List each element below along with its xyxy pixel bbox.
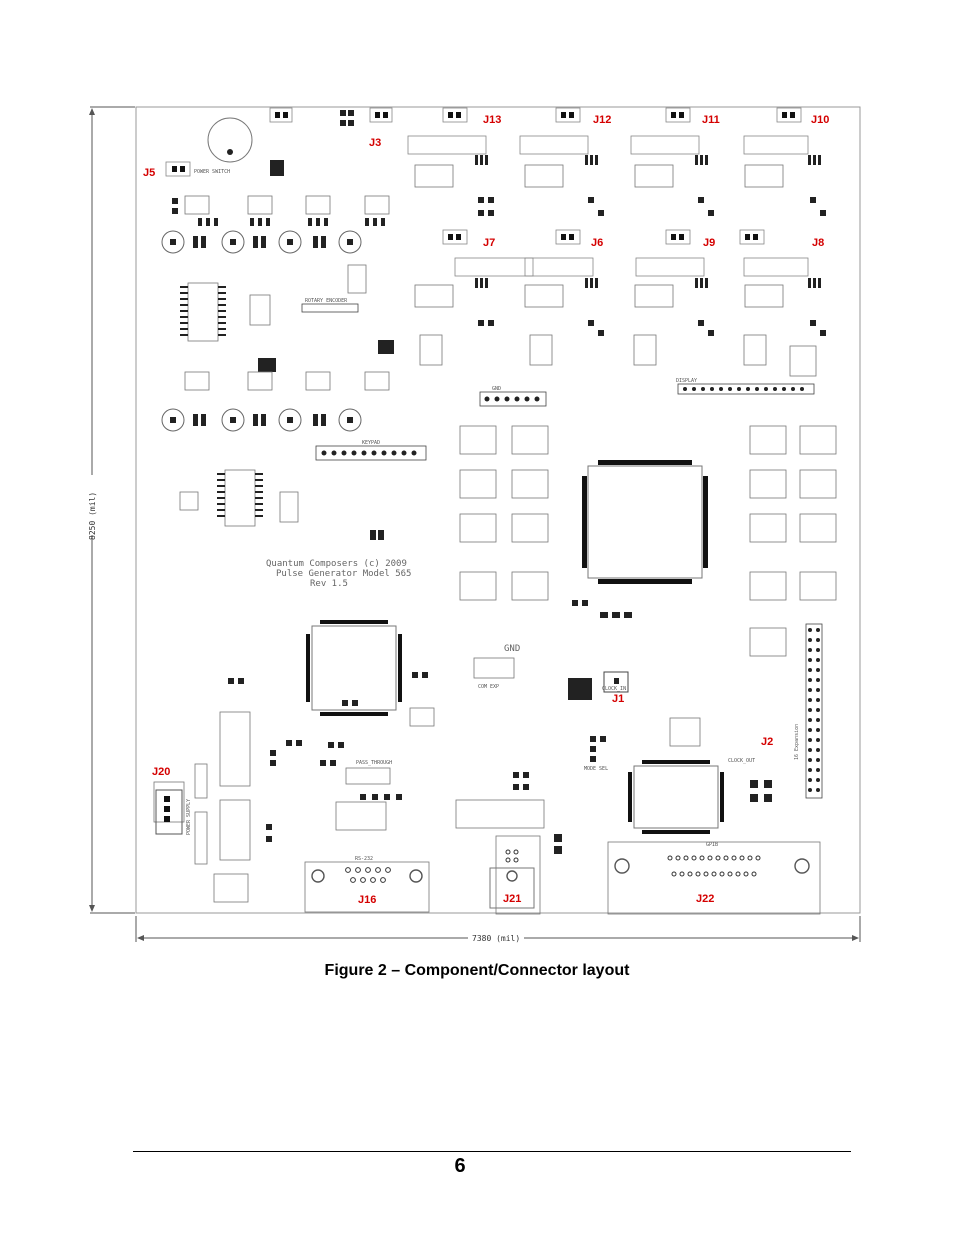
label-j16: J16 — [358, 894, 376, 906]
smd-components-lower — [228, 530, 772, 854]
label-j1: J1 — [612, 693, 624, 705]
top-channel-connectors — [269, 107, 809, 277]
silk-model: Pulse Generator Model 565 — [276, 569, 411, 579]
rs232-connector-body — [311, 867, 423, 883]
silk-pass-through: PASS_THROUGH — [356, 760, 392, 766]
connector-labels: J13 J12 J11 J10 J3 J5 J7 J6 J9 J8 J1 J2 … — [143, 114, 829, 906]
silk-rev: Rev 1.5 — [310, 579, 348, 589]
misc-outlines — [153, 345, 821, 915]
silk-gpib: GPIB — [706, 842, 718, 848]
silk-mode-sel: MODE SEL — [584, 766, 608, 772]
silk-gnd-lower: GND — [504, 644, 520, 654]
usb-connector-body — [489, 849, 535, 909]
label-j21: J21 — [503, 893, 521, 905]
label-j10: J10 — [811, 114, 829, 126]
silk-rs232: RS-232 — [355, 856, 373, 862]
buzzer — [207, 117, 253, 163]
footer-rule — [133, 1151, 851, 1152]
height-dimension: 8250 (mil) — [86, 106, 135, 914]
silk-com-exp: COM EXP — [478, 684, 499, 690]
secondary-processor — [306, 620, 402, 716]
label-j22: J22 — [696, 893, 714, 905]
power-supply-connector-body — [155, 789, 183, 835]
label-j5: J5 — [143, 167, 155, 179]
board-silkscreen: Quantum Composers (c) 2009 Pulse Generat… — [186, 169, 800, 862]
label-j9: J9 — [703, 237, 715, 249]
label-j20: J20 — [152, 766, 170, 778]
gpib-controller — [628, 760, 724, 834]
silk-gnd-upper: GND — [492, 386, 501, 392]
figure-caption: Figure 2 – Component/Connector layout — [324, 962, 630, 979]
label-j2: J2 — [761, 736, 773, 748]
page-number: 6 — [454, 1155, 466, 1177]
ic-pins-left — [180, 286, 263, 517]
main-processor — [582, 460, 708, 584]
label-j7: J7 — [483, 237, 495, 249]
label-j8: J8 — [812, 237, 824, 249]
expansion-header-pins — [808, 628, 820, 792]
regulator-outlines — [184, 195, 390, 391]
label-j11: J11 — [702, 114, 720, 126]
smd-components-upper — [172, 110, 826, 372]
board-outline — [135, 106, 861, 914]
pcb-layout-figure: 8250 (mil) 7380 (mil) — [86, 106, 861, 943]
silk-clock-out: CLOCK_OUT — [728, 758, 755, 764]
silk-expansion: 16 Expansion — [794, 724, 800, 760]
silk-company: Quantum Composers (c) 2009 — [266, 559, 407, 569]
label-j6: J6 — [591, 237, 603, 249]
label-j13: J13 — [483, 114, 501, 126]
silk-display: DISPLAY — [676, 378, 697, 384]
silk-clock-in: CLOCK_IN — [602, 686, 626, 692]
width-dimension: 7380 (mil) — [135, 916, 861, 943]
gpib-connector-body — [614, 855, 810, 877]
label-j3: J3 — [369, 137, 381, 149]
silk-power-supply: POWER SUPPLY — [186, 799, 192, 835]
left-ics — [179, 264, 767, 527]
silk-keypad: KEYPAD — [362, 440, 380, 446]
electrolytic-capacitors — [161, 230, 362, 432]
height-dimension-label: 8250 (mil) — [88, 492, 97, 540]
label-j12: J12 — [593, 114, 611, 126]
pin-headers — [301, 303, 823, 799]
memory-ics — [459, 425, 837, 657]
width-dimension-label: 7380 (mil) — [472, 934, 520, 943]
connector-pins — [172, 112, 795, 240]
silk-power-switch: POWER SWITCH — [194, 169, 230, 175]
silk-rotary-encoder: ROTARY ENCODER — [305, 298, 348, 304]
